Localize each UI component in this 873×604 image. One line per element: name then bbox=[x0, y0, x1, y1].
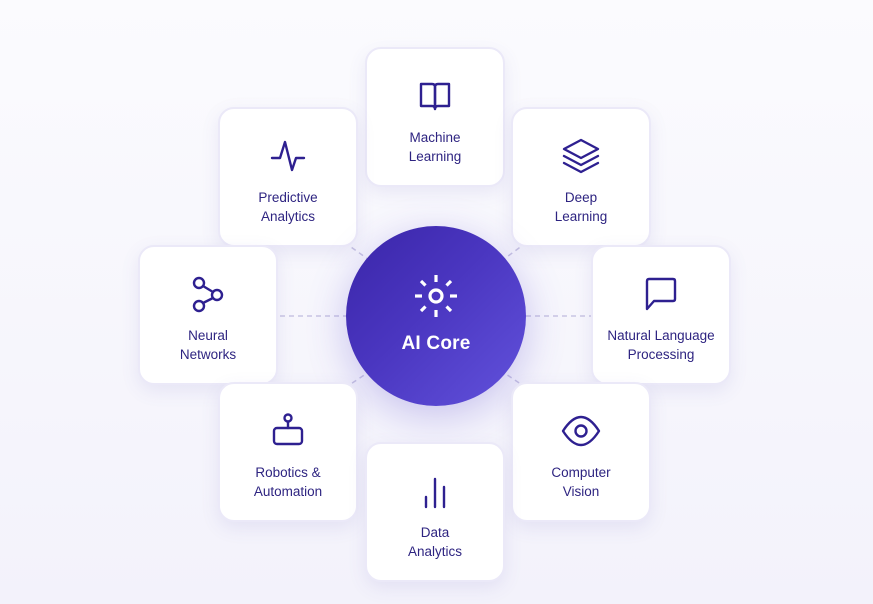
node-label: Data Analytics bbox=[407, 525, 463, 559]
bar-chart-icon bbox=[415, 471, 455, 511]
sun-icon bbox=[411, 271, 461, 321]
node-label: Natural Language Processing bbox=[607, 328, 715, 362]
share-nodes-icon bbox=[188, 274, 228, 314]
node-label: Deep Learning bbox=[554, 190, 608, 224]
node-robotics-automation[interactable]: Robotics & Automation bbox=[218, 382, 358, 522]
node-label: Machine Learning bbox=[408, 130, 462, 164]
node-label: Robotics & Automation bbox=[253, 465, 323, 499]
node-data-analytics[interactable]: Data Analytics bbox=[365, 442, 505, 582]
layers-icon bbox=[561, 136, 601, 176]
node-natural-language-processing[interactable]: Natural Language Processing bbox=[591, 245, 731, 385]
chat-bubble-icon bbox=[641, 274, 681, 314]
book-icon bbox=[415, 76, 455, 116]
node-label: Predictive Analytics bbox=[258, 190, 318, 224]
node-label: Neural Networks bbox=[179, 328, 237, 362]
node-label: Computer Vision bbox=[551, 465, 611, 499]
core-title: AI Core bbox=[401, 333, 471, 354]
node-neural-networks[interactable]: Neural Networks bbox=[138, 245, 278, 385]
robot-icon bbox=[268, 411, 308, 451]
node-machine-learning[interactable]: Machine Learning bbox=[365, 47, 505, 187]
activity-icon bbox=[268, 136, 308, 176]
eye-icon bbox=[561, 411, 601, 451]
node-deep-learning[interactable]: Deep Learning bbox=[511, 107, 651, 247]
ai-core-hub[interactable]: AI Core bbox=[346, 226, 526, 406]
node-computer-vision[interactable]: Computer Vision bbox=[511, 382, 651, 522]
node-predictive-analytics[interactable]: Predictive Analytics bbox=[218, 107, 358, 247]
